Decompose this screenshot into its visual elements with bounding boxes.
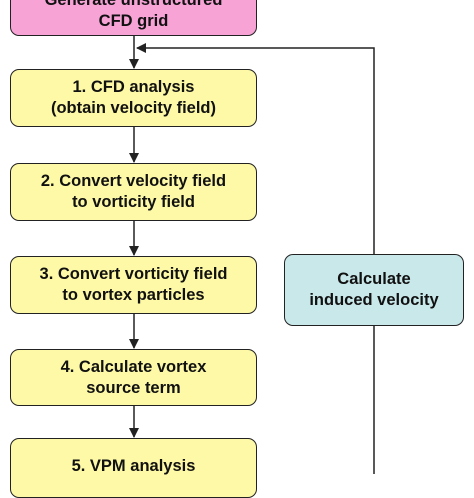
step4-line2: source term	[86, 378, 181, 397]
loop-arrow-to-step1	[136, 43, 375, 254]
start-box-line2: CFD grid	[98, 12, 169, 30]
start-box-generate-grid: Generate unstructured CFD grid	[10, 0, 257, 36]
side-box-induced-velocity: Calculate induced velocity	[284, 254, 464, 326]
side-box-line2: induced velocity	[309, 291, 439, 309]
step-box-convert-vorticity: 3. Convert vorticity field to vortex par…	[10, 256, 257, 314]
step4-line1: 4. Calculate vortex	[60, 357, 207, 376]
side-box-line1: Calculate	[337, 270, 411, 288]
flow-arrows	[129, 36, 375, 474]
step5-line1: 5. VPM analysis	[71, 457, 196, 475]
step2-line2: to vorticity field	[72, 193, 195, 211]
step-box-vpm-analysis: 5. VPM analysis	[10, 438, 257, 498]
step-box-vortex-source-term: 4. Calculate vortex source term	[10, 349, 257, 406]
start-box-line1: Generate unstructured	[44, 0, 223, 9]
step2-line1: 2. Convert velocity field	[40, 172, 227, 190]
step-box-cfd-analysis: 1. CFD analysis (obtain velocity field)	[10, 69, 257, 127]
step3-line1: 3. Convert vorticity field	[39, 265, 228, 283]
step-box-convert-velocity: 2. Convert velocity field to vorticity f…	[10, 163, 257, 221]
step1-line2: (obtain velocity field)	[50, 99, 217, 117]
step1-line1: 1. CFD analysis	[72, 78, 195, 96]
step3-line2: to vortex particles	[62, 286, 205, 304]
